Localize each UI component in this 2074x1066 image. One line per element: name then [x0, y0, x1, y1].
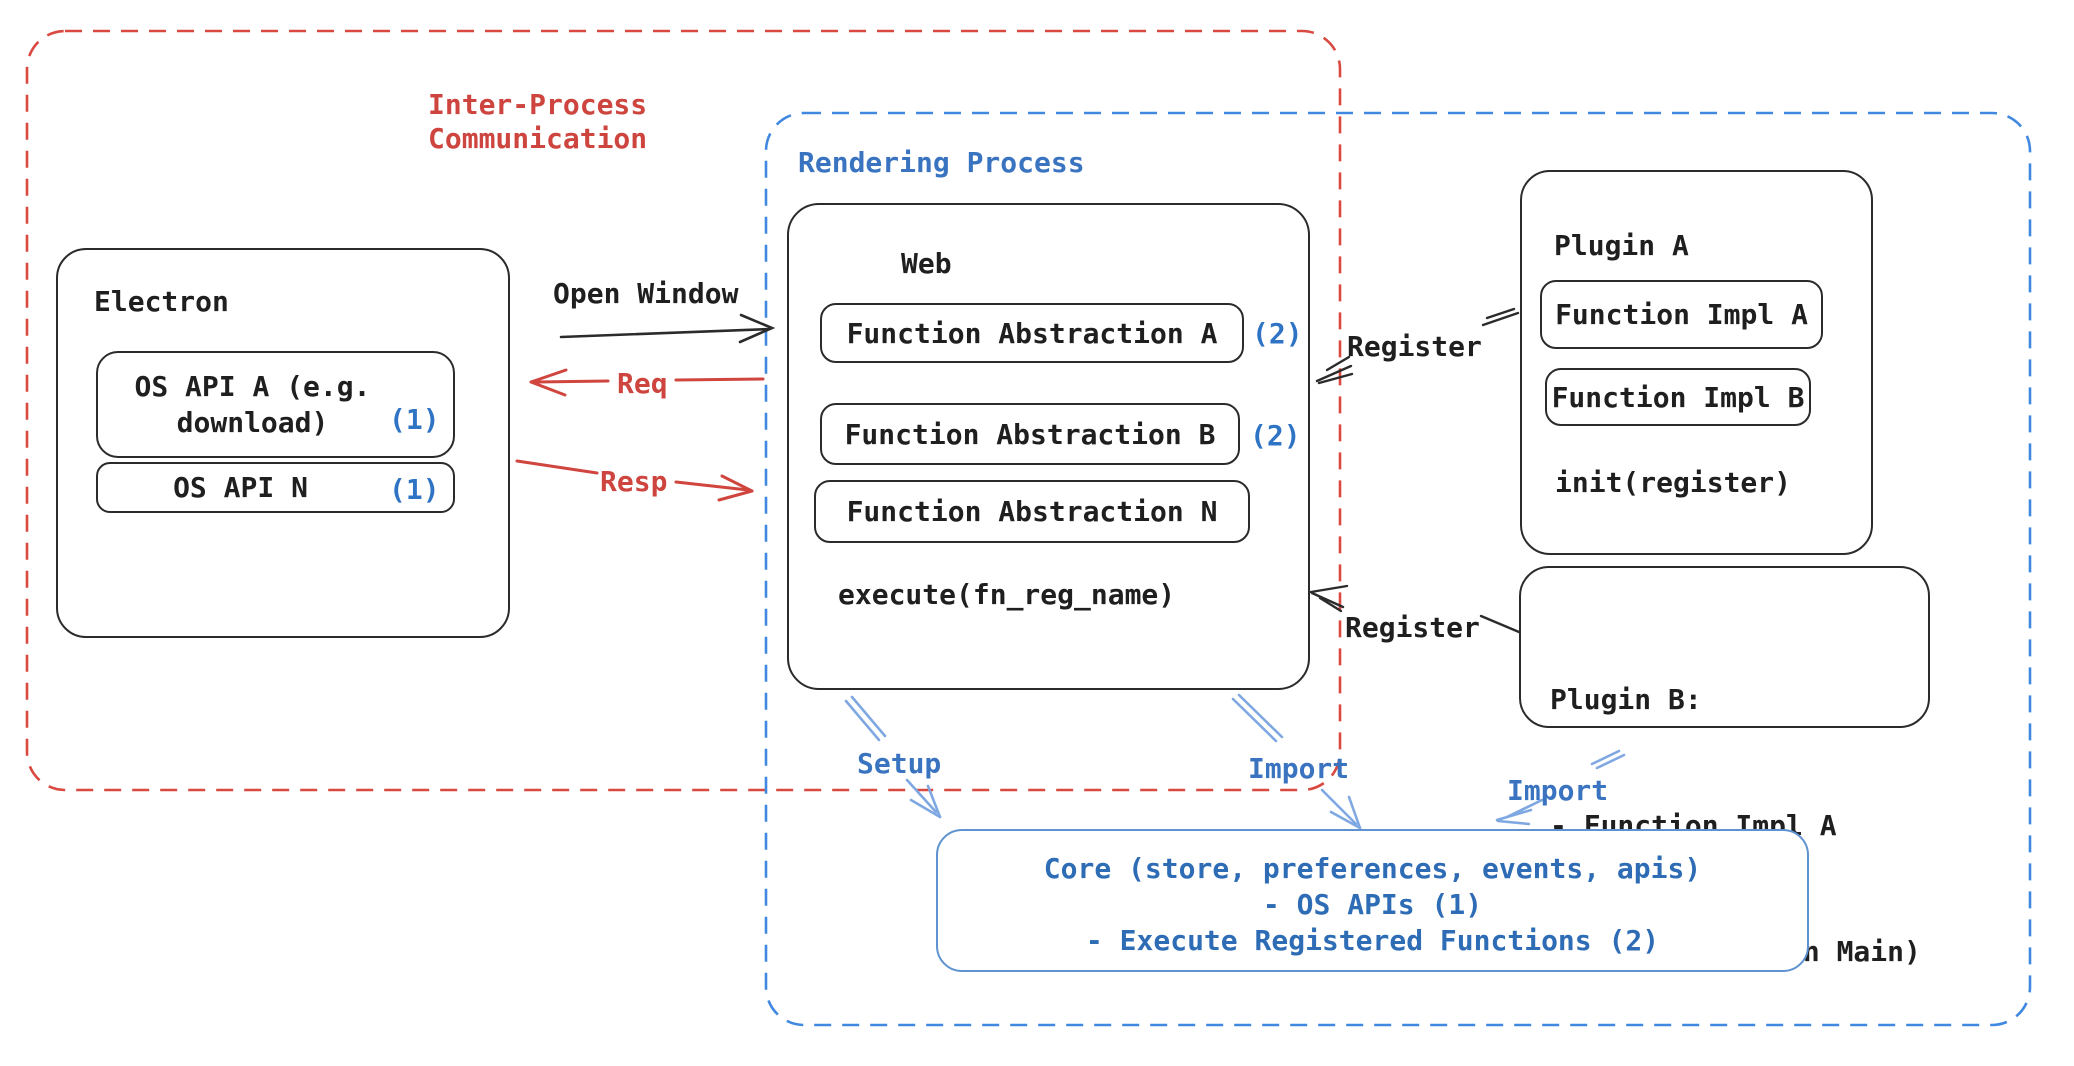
register-bottom-label: Register: [1345, 611, 1480, 644]
open-window-label: Open Window: [553, 277, 739, 310]
ipc-region-label: Inter-Process Communication: [428, 88, 648, 155]
core-box: Core (store, preferences, events, apis) …: [936, 829, 1809, 972]
function-abstraction-n-box: Function Abstraction N: [814, 480, 1250, 543]
web-title: Web: [901, 247, 952, 280]
function-impl-a-label: Function Impl A: [1555, 298, 1808, 331]
plugin-a-init-label: init(register): [1555, 466, 1792, 499]
os-api-a-label: OS API A (e.g. download): [134, 369, 371, 439]
os-api-a-badge: (1): [389, 403, 440, 436]
rendering-region-label: Rendering Process: [798, 146, 1085, 179]
function-abstraction-n-label: Function Abstraction N: [846, 495, 1218, 528]
os-api-n-box: OS API N: [96, 462, 455, 513]
os-api-n-badge: (1): [389, 473, 440, 506]
plugin-b-content: Plugin B: - Function Impl A - Module (ru…: [1550, 595, 1921, 1057]
open-window-arrow: [559, 313, 776, 344]
os-api-n-label: OS API N: [173, 471, 308, 504]
register-top-label: Register: [1347, 330, 1482, 363]
import-web-label: Import: [1248, 752, 1350, 785]
plugin-a-title: Plugin A: [1554, 229, 1689, 262]
function-impl-b-label: Function Impl B: [1551, 380, 1805, 414]
function-abstraction-a-badge: (2): [1252, 317, 1303, 350]
core-content: Core (store, preferences, events, apis) …: [938, 851, 1807, 959]
resp-label: Resp: [600, 465, 668, 498]
execute-label: execute(fn_reg_name): [838, 578, 1176, 611]
function-impl-a-box: Function Impl A: [1540, 280, 1823, 349]
function-abstraction-a-box: Function Abstraction A: [820, 303, 1244, 363]
electron-title: Electron: [94, 285, 229, 318]
setup-label: Setup: [857, 747, 942, 780]
core-item-execute-functions: - Execute Registered Functions (2): [1085, 924, 1660, 957]
os-api-a-box: OS API A (e.g. download): [96, 351, 455, 458]
plugin-b-title: Plugin B:: [1550, 683, 1702, 716]
req-label: Req: [617, 367, 668, 400]
plugin-a-box: [1520, 170, 1873, 555]
function-abstraction-b-badge: (2): [1250, 419, 1301, 452]
import-plugin-b-label: Import: [1507, 774, 1609, 807]
core-item-os-apis: - OS APIs (1): [1262, 888, 1483, 921]
function-abstraction-b-label: Function Abstraction B: [844, 417, 1216, 451]
function-abstraction-b-box: Function Abstraction B: [820, 403, 1240, 465]
function-impl-b-box: Function Impl B: [1545, 368, 1811, 426]
core-title: Core (store, preferences, events, apis): [1043, 852, 1702, 885]
function-abstraction-a-label: Function Abstraction A: [846, 316, 1218, 350]
plugin-b-box: [1519, 566, 1930, 728]
